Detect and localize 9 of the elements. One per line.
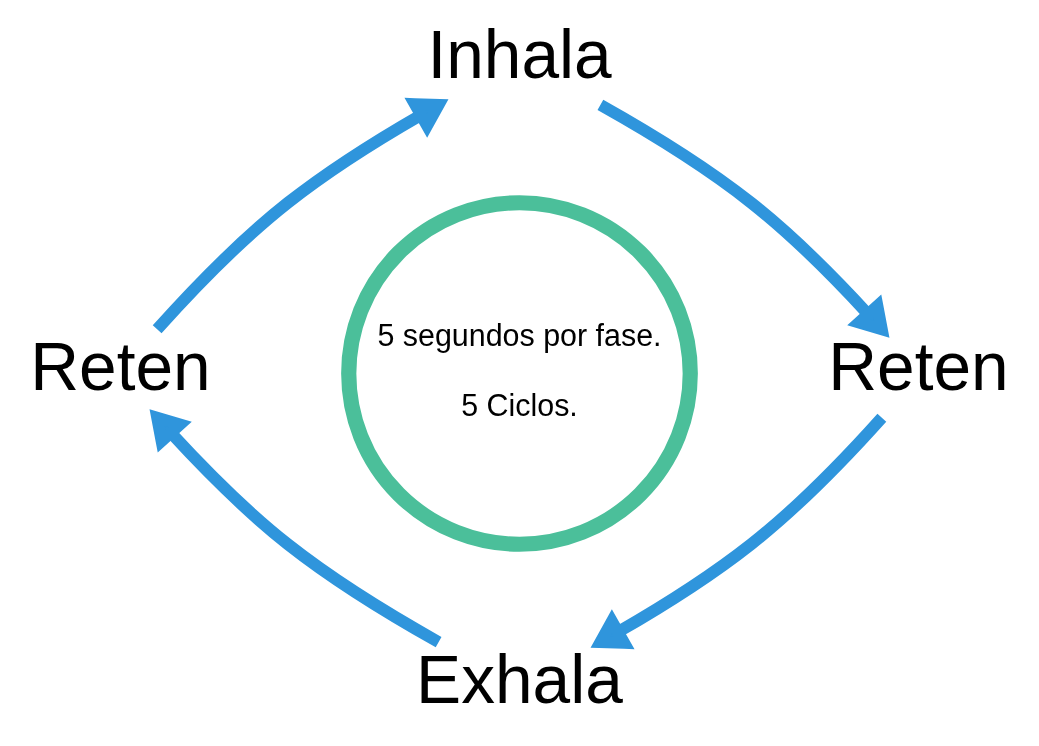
arrow xyxy=(597,99,890,338)
arrow xyxy=(590,413,887,649)
node-text: Inhala xyxy=(427,16,612,92)
arrow xyxy=(149,408,442,647)
arrow xyxy=(152,97,449,333)
node-text: Reten xyxy=(828,328,1009,404)
node-text: Exhala xyxy=(416,641,623,717)
node-text: Reten xyxy=(30,328,211,404)
node-circle: 5 segundos por fase. 5 Ciclos. xyxy=(341,194,698,552)
